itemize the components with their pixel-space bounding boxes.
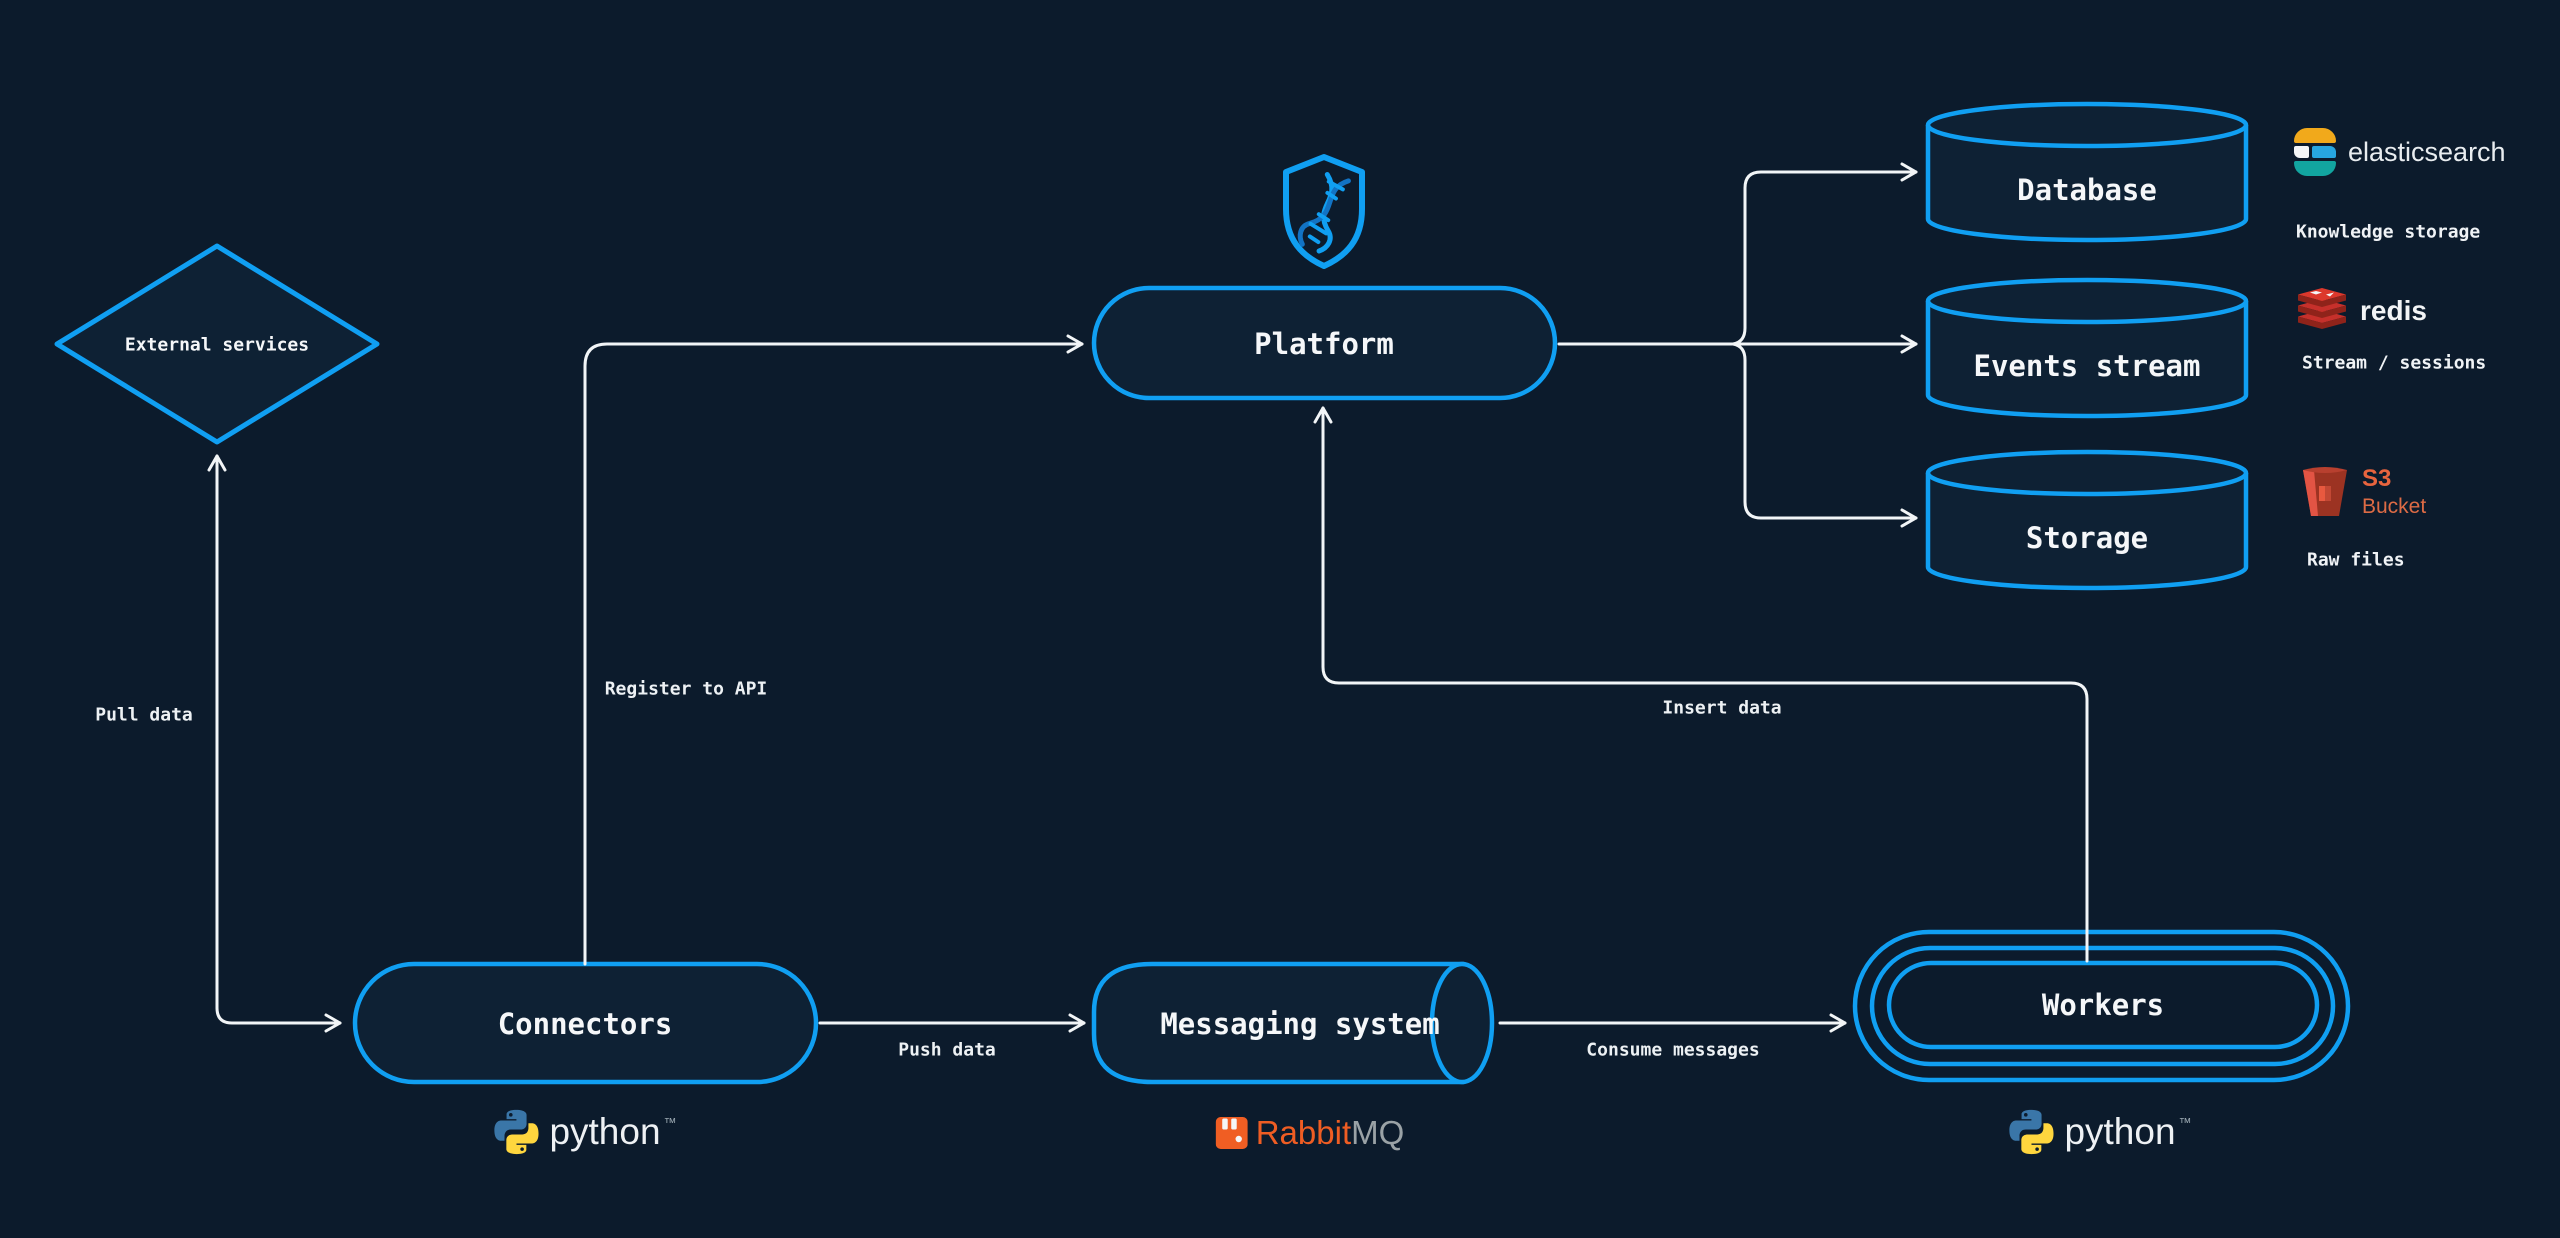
- workers-shape: [1852, 929, 2351, 1083]
- s3-brand-row: S3 Bucket: [2300, 462, 2426, 522]
- pull-data-edge-label: Pull data: [95, 704, 193, 726]
- python-icon: [494, 1109, 539, 1155]
- edge-platform-to-storage: [1731, 342, 1918, 528]
- elasticsearch-caption: Knowledge storage: [2296, 221, 2481, 243]
- python-wordmark: python: [549, 1111, 661, 1152]
- redis-caption: Stream / sessions: [2302, 352, 2487, 374]
- platform-shape: [1091, 285, 1558, 401]
- database-shape: [1925, 101, 2249, 243]
- redis-brand-row: redis: [2296, 288, 2427, 334]
- external-services-shape: [54, 243, 380, 445]
- messaging-system-label: Messaging system: [1160, 1007, 1440, 1041]
- workers-label: Workers: [2041, 988, 2165, 1022]
- elasticsearch-wordmark: elasticsearch: [2348, 136, 2506, 167]
- messaging-system-shape: [1091, 961, 1495, 1085]
- external-services-label: External services: [124, 334, 310, 356]
- s3-bucket-icon: [2303, 467, 2347, 516]
- s3-caption: Raw files: [2307, 549, 2405, 571]
- events-stream-shape: [1925, 277, 2249, 419]
- python-workers-brand-row: python ™: [2008, 1109, 2192, 1155]
- redis-wordmark: redis: [2360, 295, 2427, 326]
- edge-register-to-api: [583, 334, 1084, 966]
- python-connectors-brand-row: python ™: [493, 1109, 677, 1155]
- storage-label: Storage: [2025, 521, 2149, 555]
- platform-shield-dna-icon: [1283, 154, 1365, 269]
- python-trademark: ™: [2178, 1115, 2192, 1130]
- events-stream-label: Events stream: [1973, 349, 2201, 383]
- edge-platform-to-database: [1731, 162, 1918, 346]
- storage-shape: [1925, 449, 2249, 591]
- python-icon: [2009, 1109, 2054, 1155]
- insert-data-edge-label: Insert data: [1662, 697, 1782, 719]
- push-data-edge-label: Push data: [898, 1039, 996, 1061]
- python-trademark: ™: [663, 1115, 677, 1130]
- python-wordmark: python: [2064, 1111, 2176, 1152]
- elasticsearch-icon: [2294, 128, 2336, 176]
- edge-insert-data: [1313, 406, 2089, 963]
- elasticsearch-brand-row: elasticsearch: [2294, 128, 2506, 176]
- register-to-api-edge-label: Register to API: [604, 678, 768, 700]
- consume-messages-edge-label: Consume messages: [1586, 1039, 1760, 1061]
- s3-wordmark: S3: [2362, 464, 2392, 492]
- platform-label: Platform: [1254, 327, 1394, 361]
- database-label: Database: [2017, 173, 2157, 207]
- rabbitmq-wordmark-rabbit: Rabbit: [1255, 1114, 1352, 1151]
- s3-bucket-label: Bucket: [2362, 494, 2427, 518]
- redis-icon: [2298, 288, 2346, 329]
- connectors-label: Connectors: [497, 1007, 673, 1041]
- rabbitmq-icon: [1215, 1117, 1248, 1149]
- edge-pull-data-to-connectors: [215, 1006, 342, 1033]
- rabbitmq-wordmark-mq: MQ: [1351, 1114, 1405, 1151]
